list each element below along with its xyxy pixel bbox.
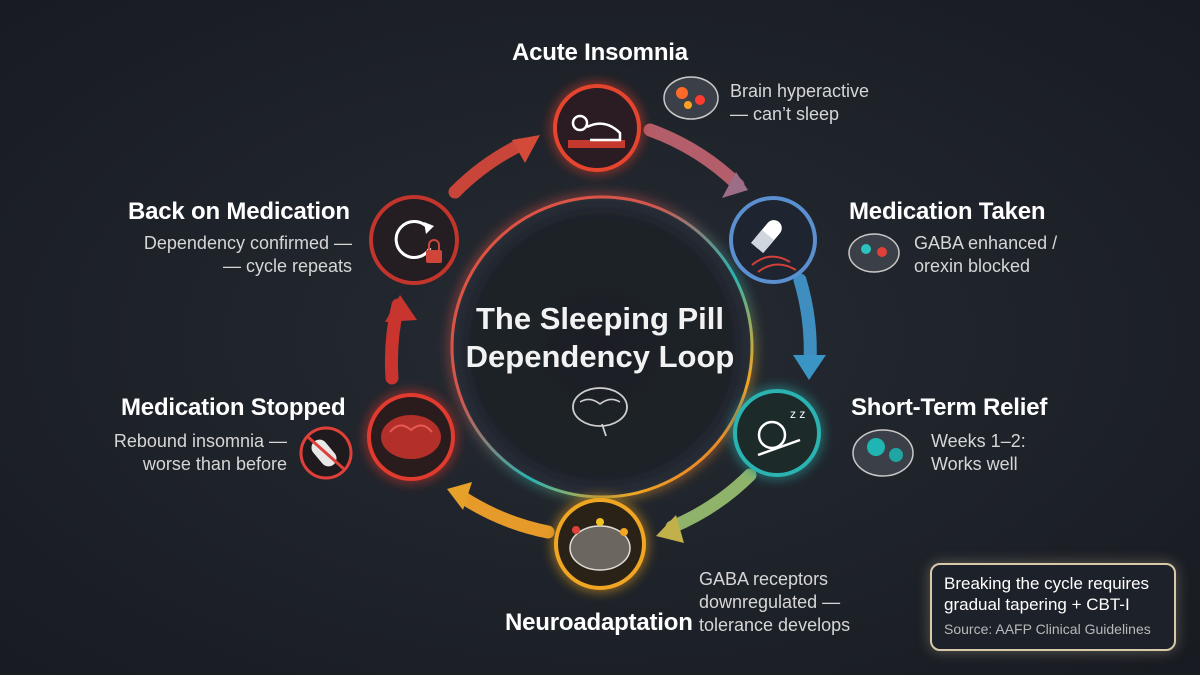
node-short-term-relief: z z	[733, 389, 821, 477]
callout-line-2: gradual tapering + CBT-I	[944, 595, 1130, 614]
step-desc-neuroadaptation: GABA receptors downregulated — tolerance…	[699, 569, 851, 635]
callout-source: Source: AAFP Clinical Guidelines	[944, 621, 1151, 637]
step-desc-acute-insomnia: Brain hyperactive — can’t sleep	[730, 81, 870, 124]
arrow-neuro-to-stopped	[455, 490, 555, 539]
step-title-back-on-medication: Back on Medication	[128, 198, 350, 225]
hyperactive-brain-icon	[663, 76, 719, 120]
step-desc-medication-stopped: Rebound insomnia — worse than before	[113, 431, 287, 474]
no-pill-icon	[299, 426, 353, 480]
node-back-on-medication	[369, 195, 459, 285]
title-line-2: Dependency Loop	[465, 339, 735, 374]
diagram-title: The Sleeping Pill Dependency Loop	[440, 300, 760, 376]
center-circle	[450, 195, 754, 499]
step-title-short-term-relief: Short-Term Relief	[851, 394, 1048, 421]
center-brain-icon	[572, 387, 628, 437]
step-desc-medication-taken: GABA enhanced / orexin blocked	[914, 233, 1058, 276]
node-medication-stopped	[367, 393, 455, 481]
step-title-medication-taken: Medication Taken	[849, 198, 1046, 225]
arrow-heads	[385, 135, 826, 543]
callout-box: Breaking the cycle requires gradual tape…	[930, 563, 1176, 651]
node-acute-insomnia	[553, 84, 641, 172]
step-desc-back-on-medication: Dependency confirmed — — cycle repeats	[143, 233, 352, 276]
gaba-brain-icon	[848, 233, 900, 273]
cycle-arrows	[384, 123, 817, 539]
title-line-1: The Sleeping Pill	[475, 301, 725, 336]
arrow-back-to-acute	[448, 138, 527, 199]
step-title-neuroadaptation: Neuroadaptation	[505, 609, 693, 636]
step-title-medication-stopped: Medication Stopped	[121, 394, 346, 421]
callout-line-1: Breaking the cycle requires	[944, 574, 1150, 593]
relief-brain-icon	[852, 429, 914, 477]
arrow-acute-to-medication	[643, 123, 745, 192]
svg-text:z z: z z	[790, 407, 805, 421]
step-desc-short-term-relief: Weeks 1–2: Works well	[931, 431, 1026, 474]
step-title-acute-insomnia: Acute Insomnia	[512, 39, 688, 66]
arrow-medication-to-relief	[793, 273, 817, 369]
arrow-relief-to-neuro	[665, 468, 757, 534]
node-neuroadaptation	[554, 498, 646, 590]
node-medication-taken	[729, 196, 817, 284]
